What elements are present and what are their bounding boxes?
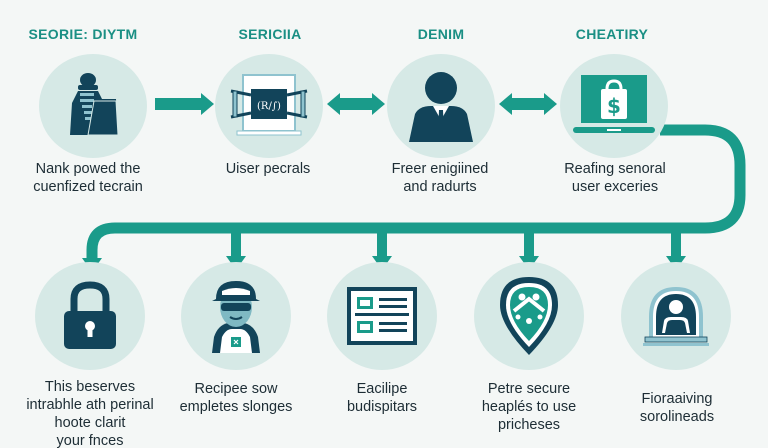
worker-with-cap-icon (212, 281, 260, 353)
caption-line: Recipee sow (194, 381, 278, 397)
step-title: Seorie: Diytm (28, 26, 138, 42)
person-with-folder-icon (70, 73, 119, 136)
step-caption: Eacilipe budispitars (282, 380, 482, 416)
caption-line: Nank powed the (35, 161, 141, 177)
step-caption: Fioraaiving sorolineads (577, 390, 768, 426)
step-caption: Petre secure heaplés to use pricheses (429, 380, 629, 434)
arrow-double-icon (327, 93, 385, 115)
step-title: Cheatiry (575, 26, 649, 42)
step-circle (387, 54, 495, 158)
step-title: Denim (417, 26, 465, 42)
arrow-right-icon (155, 93, 214, 115)
svg-text:(R/∫): (R/∫) (257, 101, 281, 112)
caption-line: sorolineads (639, 409, 715, 425)
step-caption: Freer enigiined and radurts (340, 160, 540, 196)
step-caption: This beserves intrabhle ath perinal hoot… (0, 378, 190, 448)
caption-line: hoote clarit (54, 415, 126, 431)
caption-line: This beserves (44, 379, 136, 395)
step-circle (39, 54, 147, 158)
caption-line: heaplés to use (481, 399, 577, 415)
padlock-icon (64, 281, 116, 349)
caption-line: Freer enigiined (391, 161, 489, 177)
loop-connector (86, 124, 746, 262)
caption-line: intrabhle ath perinal (26, 397, 154, 413)
caption-line: pricheses (497, 417, 561, 433)
arrow-double-icon (499, 93, 557, 115)
caption-line: Uiser pecrals (225, 161, 311, 177)
step-circle (327, 262, 437, 370)
step-caption: Reafing senoral user exceries (515, 160, 715, 196)
step-caption: Nank powed the cuenfized tecrain (0, 160, 188, 196)
step-circle: $ (560, 54, 668, 158)
step-circle (621, 262, 731, 370)
svg-text:$: $ (607, 94, 621, 118)
caption-line: user exceries (571, 179, 659, 195)
step-circle (474, 262, 584, 370)
caption-line: and radurts (403, 179, 477, 195)
step-circle (35, 262, 145, 370)
caption-line: Reafing senoral (564, 161, 666, 177)
step-caption: Uiser pecrals (168, 160, 368, 178)
caption-line: your fnces (56, 433, 124, 448)
step-title: Sericiia (238, 26, 302, 42)
location-pin-people-icon (500, 277, 558, 355)
secure-monitor-icon: (R/∫) (230, 74, 308, 136)
step-circle (181, 262, 291, 370)
step-circle: (R/∫) (215, 54, 323, 158)
caption-line: cuenfized tecrain (33, 179, 143, 195)
caption-line: Petre secure (487, 381, 571, 397)
businessman-icon (409, 72, 473, 142)
caption-line: Fioraaiving (641, 391, 713, 407)
caption-line: budispitars (346, 399, 418, 415)
caption-line: Eacilipe (356, 381, 408, 397)
user-at-desk-icon (643, 287, 709, 346)
caption-line: empletes slonges (179, 399, 293, 415)
laptop-shopping-bag-icon: $ (573, 75, 655, 133)
list-document-icon (347, 287, 417, 345)
step-caption: Recipee sow empletes slonges (136, 380, 336, 416)
